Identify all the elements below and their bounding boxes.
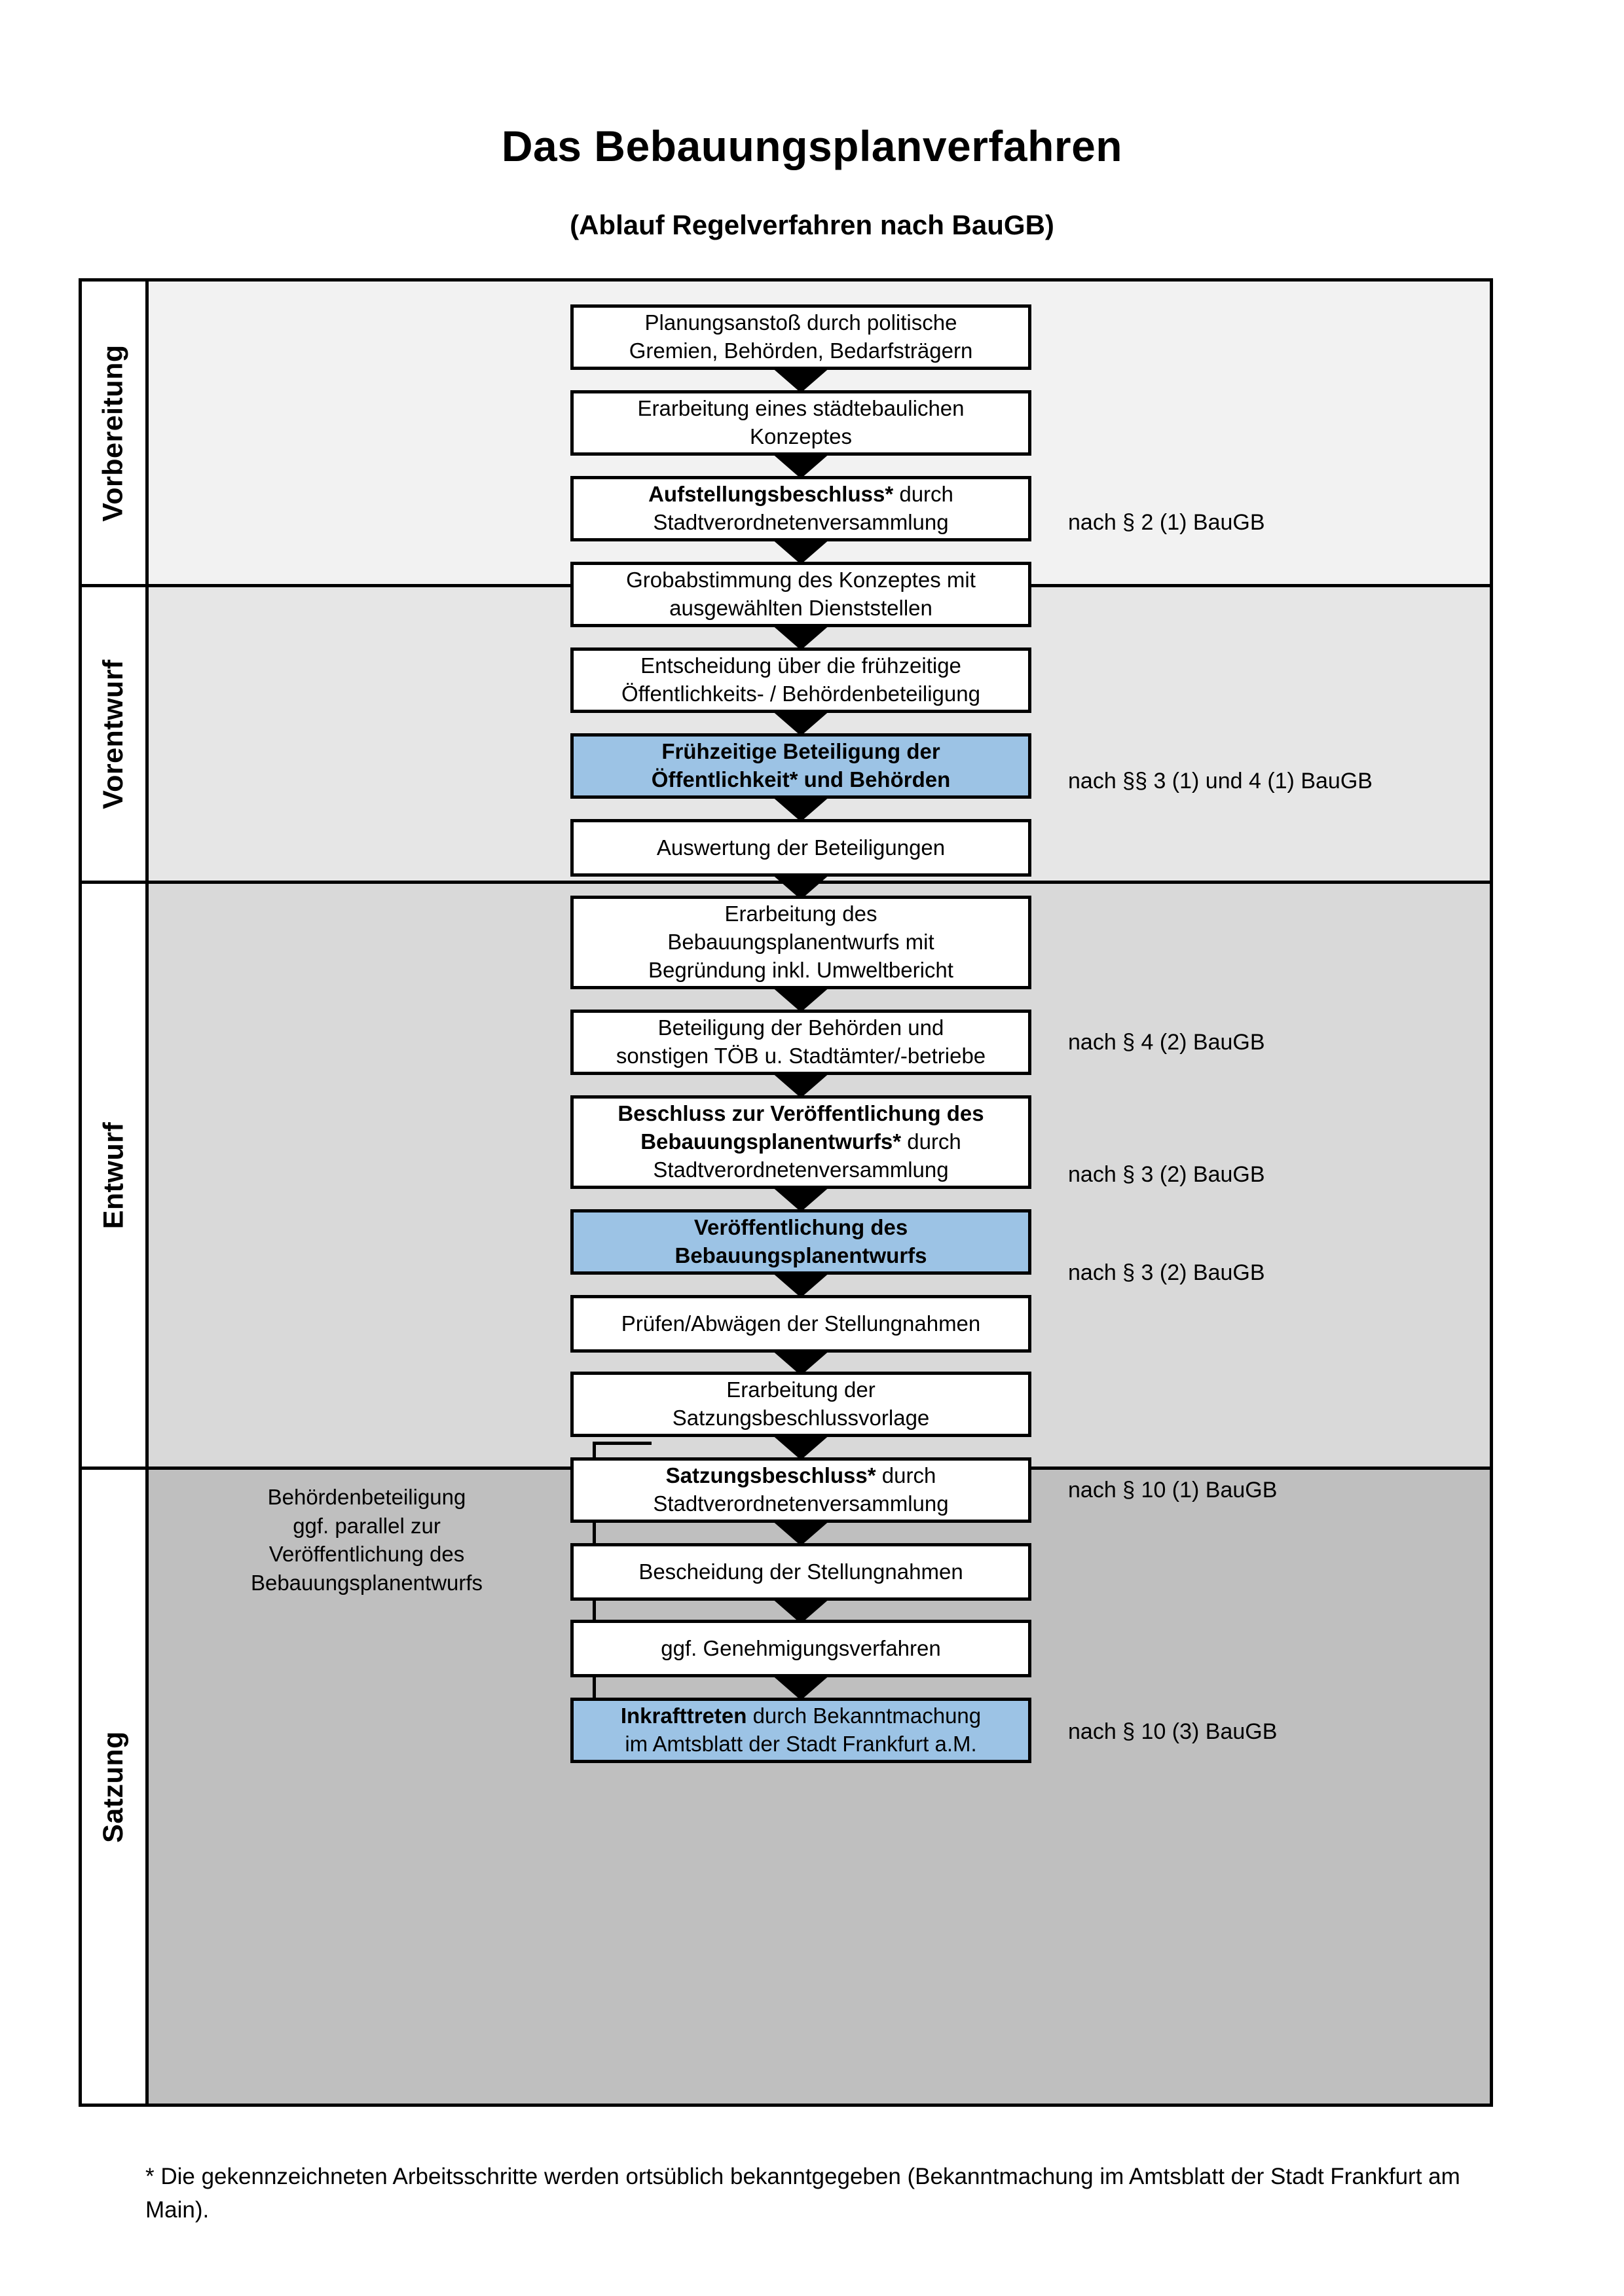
arrow-down-icon-11 xyxy=(771,1271,831,1298)
phase-label-cell-vorbereitung: Vorbereitung xyxy=(82,282,149,584)
arrow-down-icon-4 xyxy=(771,624,831,650)
phase-label-vorentwurf: Vorentwurf xyxy=(98,659,130,809)
step-text: Erarbeitung eines städtebaulichen Konzep… xyxy=(637,396,965,448)
arrow-down-icon-5 xyxy=(771,710,831,736)
step-box-planungsanstoss[interactable]: Planungsanstoß durch politische Gremien,… xyxy=(570,304,1031,370)
step-box-staedtebauliches-konzept[interactable]: Erarbeitung eines städtebaulichen Konzep… xyxy=(570,390,1031,456)
step-box-auswertung-beteiligungen[interactable]: Auswertung der Beteiligungen xyxy=(570,819,1031,877)
step-text: Satzungsbeschluss* durch Stadtverordnete… xyxy=(653,1463,949,1516)
phase-label-cell-satzung: Satzung xyxy=(82,1470,149,2104)
bypass-connector-top-segment xyxy=(593,1442,652,1445)
step-text: Frühzeitige Beteiligung der Öffentlichke… xyxy=(651,739,951,792)
arrow-down-icon-9 xyxy=(771,1072,831,1098)
step-text: ggf. Genehmigungsverfahren xyxy=(661,1635,941,1660)
arrow-down-icon-16 xyxy=(771,1674,831,1700)
step-box-pruefen-abwaegen[interactable]: Prüfen/Abwägen der Stellungnahmen xyxy=(570,1295,1031,1353)
step-box-entscheidung-fruehzeitige-beteiligung[interactable]: Entscheidung über die frühzeitige Öffent… xyxy=(570,647,1031,713)
side-note-line-2: ggf. parallel zur xyxy=(293,1513,441,1538)
side-note-behoerdenbeteiligung: Behördenbeteiligung ggf. parallel zur Ve… xyxy=(210,1483,524,1597)
step-text: Bescheidung der Stellungnahmen xyxy=(638,1559,963,1584)
step-text: Aufstellungsbeschluss* durch Stadtverord… xyxy=(648,482,953,534)
side-note-line-3: Veröffentlichung des xyxy=(268,1542,465,1567)
step-text: Beschluss zur Veröffentlichung des Bebau… xyxy=(618,1101,984,1182)
step-box-veroeffentlichung-entwurf[interactable]: Veröffentlichung des Bebauungsplanentwur… xyxy=(570,1209,1031,1275)
arrow-down-icon-15 xyxy=(771,1597,831,1624)
law-ref-par3-1-4-1: nach §§ 3 (1) und 4 (1) BauGB xyxy=(1068,769,1373,793)
step-text: Inkrafttreten durch Bekanntmachung im Am… xyxy=(620,1704,982,1756)
step-box-grobabstimmung[interactable]: Grobabstimmung des Konzeptes mit ausgewä… xyxy=(570,562,1031,627)
phase-label-cell-vorentwurf: Vorentwurf xyxy=(82,587,149,881)
law-ref-par4-2: nach § 4 (2) BauGB xyxy=(1068,1030,1265,1055)
step-box-fruehzeitige-beteiligung[interactable]: Frühzeitige Beteiligung der Öffentlichke… xyxy=(570,733,1031,799)
arrow-down-icon-13 xyxy=(771,1434,831,1460)
step-text: Planungsanstoß durch politische Gremien,… xyxy=(629,310,973,363)
phase-label-vorbereitung: Vorbereitung xyxy=(98,344,130,522)
step-box-genehmigungsverfahren[interactable]: ggf. Genehmigungsverfahren xyxy=(570,1620,1031,1677)
flowchart-frame: Vorbereitung Vorentwurf Entwurf Satzung … xyxy=(79,278,1493,2107)
step-box-erarbeitung-bebauungsplanentwurf[interactable]: Erarbeitung des Bebauungsplanentwurfs mi… xyxy=(570,896,1031,989)
step-box-beteiligung-behoerden-toeb[interactable]: Beteiligung der Behörden und sonstigen T… xyxy=(570,1010,1031,1075)
step-text: Beteiligung der Behörden und sonstigen T… xyxy=(616,1015,986,1068)
page-subtitle: (Ablauf Regelverfahren nach BauGB) xyxy=(570,210,1054,240)
step-box-inkrafttreten[interactable]: Inkrafttreten durch Bekanntmachung im Am… xyxy=(570,1698,1031,1763)
arrow-down-icon-10 xyxy=(771,1186,831,1212)
step-text: Erarbeitung der Satzungsbeschlussvorlage xyxy=(672,1377,930,1430)
arrow-down-icon-2 xyxy=(771,452,831,479)
arrow-down-icon-8 xyxy=(771,986,831,1012)
law-ref-par3-2-a: nach § 3 (2) BauGB xyxy=(1068,1162,1265,1187)
arrow-down-icon-1 xyxy=(771,367,831,393)
step-box-beschluss-veroeffentlichung[interactable]: Beschluss zur Veröffentlichung des Bebau… xyxy=(570,1095,1031,1189)
arrow-down-icon-14 xyxy=(771,1520,831,1546)
arrow-down-icon-6 xyxy=(771,795,831,822)
page-title: Das Bebauungsplanverfahren xyxy=(501,122,1123,170)
arrow-down-icon-3 xyxy=(771,538,831,564)
step-box-bescheidung-stellungnahmen[interactable]: Bescheidung der Stellungnahmen xyxy=(570,1543,1031,1601)
arrow-down-icon-7 xyxy=(771,873,831,900)
step-text: Auswertung der Beteiligungen xyxy=(656,835,946,860)
step-box-aufstellungsbeschluss[interactable]: Aufstellungsbeschluss* durch Stadtverord… xyxy=(570,476,1031,541)
step-text: Grobabstimmung des Konzeptes mit ausgewä… xyxy=(626,568,976,620)
step-box-erarbeitung-satzungsbeschlussvorlage[interactable]: Erarbeitung der Satzungsbeschlussvorlage xyxy=(570,1372,1031,1437)
phase-label-entwurf: Entwurf xyxy=(98,1121,130,1229)
step-box-satzungsbeschluss[interactable]: Satzungsbeschluss* durch Stadtverordnete… xyxy=(570,1457,1031,1523)
law-ref-par2-1: nach § 2 (1) BauGB xyxy=(1068,510,1265,535)
law-ref-par10-3: nach § 10 (3) BauGB xyxy=(1068,1719,1278,1744)
phase-label-satzung: Satzung xyxy=(98,1730,129,1843)
footnote-text: * Die gekennzeichneten Arbeitsschritte w… xyxy=(145,2164,1460,2223)
step-text: Erarbeitung des Bebauungsplanentwurfs mi… xyxy=(648,902,953,982)
arrow-down-icon-12 xyxy=(771,1349,831,1376)
phase-label-cell-entwurf: Entwurf xyxy=(82,884,149,1467)
law-ref-par3-2-b: nach § 3 (2) BauGB xyxy=(1068,1260,1265,1285)
step-text: Veröffentlichung des Bebauungsplanentwur… xyxy=(674,1215,927,1267)
step-text: Prüfen/Abwägen der Stellungnahmen xyxy=(621,1311,981,1336)
law-ref-par10-1: nach § 10 (1) BauGB xyxy=(1068,1478,1278,1503)
step-text: Entscheidung über die frühzeitige Öffent… xyxy=(621,653,980,706)
side-note-line-4: Bebauungsplanentwurfs xyxy=(250,1570,483,1595)
side-note-line-1: Behördenbeteiligung xyxy=(267,1485,466,1509)
